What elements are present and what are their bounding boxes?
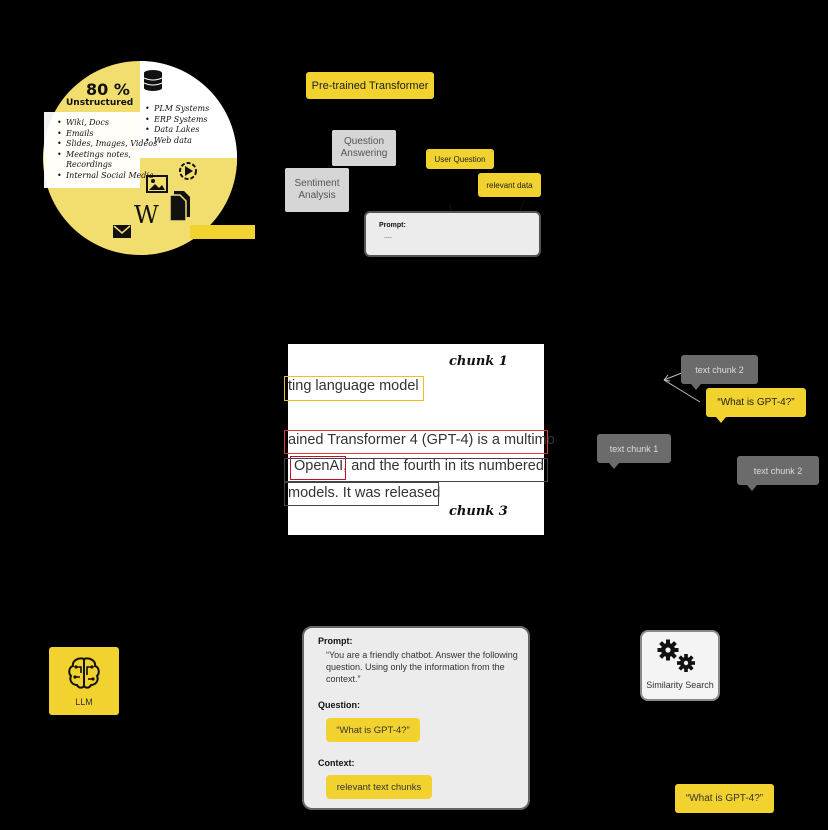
bubble-label: text chunk 2 <box>695 364 744 375</box>
list-item: Web data <box>145 136 244 147</box>
doc-line: models. It was released <box>288 485 441 501</box>
query-chip: “What is GPT-4?” <box>675 784 774 813</box>
text-chunk-bubble: text chunk 1 <box>597 434 671 469</box>
unstructured-label: Unstructured <box>66 98 134 108</box>
similarity-search-card: Similarity Search <box>640 630 720 701</box>
doc-line: OpenAI, and the fourth in its numbered <box>288 458 544 474</box>
list-item: PLM Systems <box>145 104 244 115</box>
doc-line: ting language model <box>288 378 419 394</box>
database-icon <box>143 70 163 91</box>
prompt-text: “You are a friendly chatbot. Answer the … <box>326 650 518 684</box>
context-chip: relevant text chunks <box>326 775 432 799</box>
document-chunk-panel: chunk 1 ting language model ained Transf… <box>284 344 555 535</box>
llm-label: LLM <box>75 697 93 707</box>
question-answering-chip: Question Answering <box>332 130 396 166</box>
list-item: Data Lakes <box>145 125 244 136</box>
unstructured-source-list: Wiki, Docs Emails Slides, Images, Videos… <box>54 118 158 181</box>
doc-line: ained Transformer 4 (GPT-4) is a multimo <box>288 432 555 448</box>
chunk-2-frame <box>284 430 548 454</box>
question-bubble: “What is GPT-4?” <box>706 388 806 423</box>
question-heading: Question: <box>318 700 360 710</box>
list-item: Internal Social Media <box>57 171 158 182</box>
sentiment-analysis-chip: Sentiment Analysis <box>285 168 349 212</box>
unstructured-percent: 80 % <box>86 80 130 99</box>
chunk-3-end-frame <box>284 482 439 506</box>
prompt-card: Prompt: “You are a friendly chatbot. Ans… <box>302 626 530 810</box>
gears-icon <box>657 639 695 672</box>
llm-card: LLM <box>49 647 119 715</box>
list-item: Slides, Images, Videos <box>57 139 158 150</box>
doc-line-text: OpenAI, and the fourth in its numbered <box>294 458 544 474</box>
wikipedia-icon: W <box>134 201 159 229</box>
list-item: Meetings notes, Recordings <box>57 150 158 171</box>
transformer-chip: Pre-trained Transformer <box>306 72 434 99</box>
list-item: Wiki, Docs <box>57 118 158 129</box>
email-icon <box>113 225 131 238</box>
prompt-placeholder: .... <box>384 233 392 240</box>
chunk-1-frame <box>284 376 424 401</box>
relevant-data-chip: relevant data <box>478 173 541 197</box>
prompt-box: Prompt: .... <box>364 211 541 257</box>
document-icon <box>169 191 190 222</box>
question-chip: “What is GPT-4?” <box>326 718 420 742</box>
bubble-label: “What is GPT-4?” <box>717 397 795 408</box>
chunk-3-label: chunk 3 <box>449 504 508 519</box>
user-question-chip: User Question <box>426 149 494 169</box>
video-icon <box>179 162 197 180</box>
structured-source-list: PLM Systems ERP Systems Data Lakes Web d… <box>142 104 244 146</box>
bubble-tail <box>747 485 757 491</box>
bubble-tail <box>716 417 726 423</box>
accent-bar <box>190 225 255 239</box>
context-heading: Context: <box>318 758 355 768</box>
prompt-heading: Prompt: <box>318 636 353 646</box>
list-item: ERP Systems <box>145 115 244 126</box>
similarity-search-label: Similarity Search <box>646 680 714 690</box>
bubble-tail <box>609 463 619 469</box>
chunk-2-end-frame <box>290 456 346 480</box>
bubble-label: text chunk 2 <box>753 465 803 476</box>
chunk-3-frame <box>284 458 548 482</box>
brain-circuit-icon <box>68 657 100 689</box>
chunk-1-label: chunk 1 <box>449 354 508 369</box>
bubble-label: text chunk 1 <box>609 443 659 454</box>
bubble-tail <box>691 384 701 390</box>
prompt-label: Prompt: <box>379 222 406 229</box>
text-chunk-bubble: text chunk 2 <box>681 355 758 390</box>
vector-arrows <box>663 371 701 403</box>
text-chunk-bubble: text chunk 2 <box>737 456 819 491</box>
list-item: Emails <box>57 129 158 140</box>
